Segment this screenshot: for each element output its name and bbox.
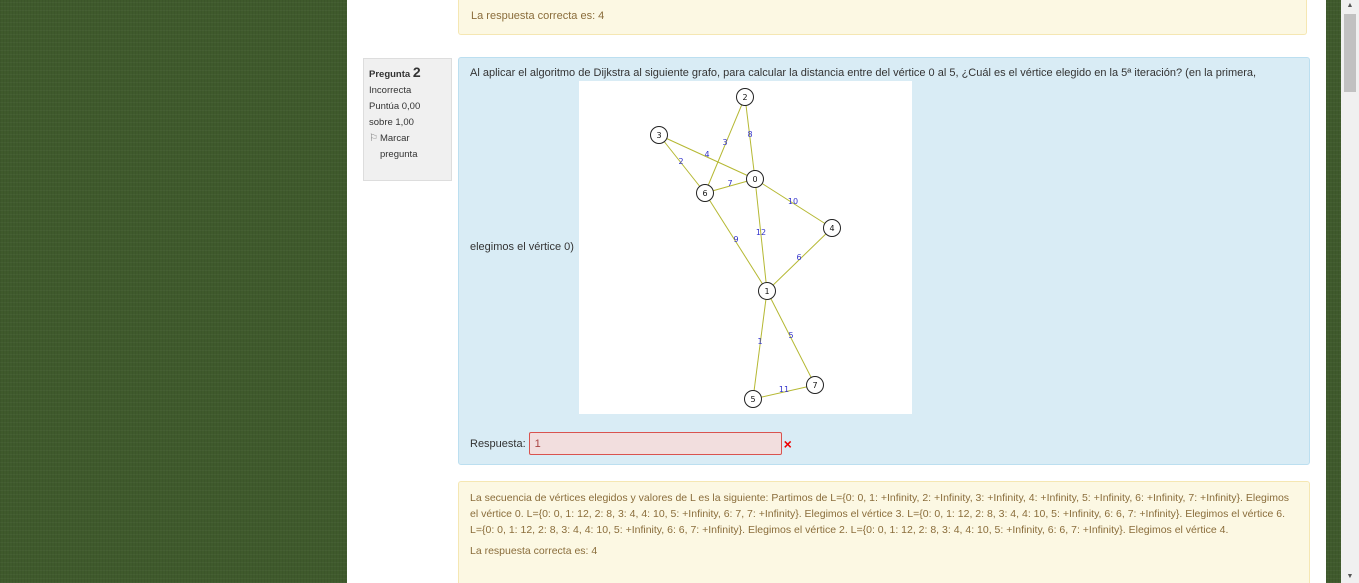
graph-edge-2-6: [704, 96, 746, 194]
edge-weight-label: 12: [756, 228, 766, 237]
previous-question-feedback: La respuesta correcta es: 4: [458, 0, 1307, 35]
graph-node-6: 6: [696, 184, 714, 202]
edge-weight-label: 9: [733, 235, 738, 244]
graph-node-0: 0: [746, 170, 764, 188]
graph-node-1: 1: [758, 282, 776, 300]
question-state: Incorrecta: [369, 85, 412, 96]
edge-weight-label: 7: [727, 179, 732, 188]
edge-weight-label: 10: [788, 197, 798, 206]
scroll-up-arrow-icon[interactable]: ▲: [1346, 2, 1354, 9]
graph-node-label: 0: [752, 175, 757, 184]
graph-edge-0-4: [754, 178, 833, 229]
flag-icon: ⚐: [369, 133, 378, 144]
edge-weight-label: 11: [779, 385, 789, 394]
edge-weight-label: 8: [747, 130, 752, 139]
edge-weight-label: 1: [757, 337, 762, 346]
edge-weight-label: 6: [796, 253, 801, 262]
question-info-panel: Pregunta 2 Incorrecta Puntúa 0,00 sobre …: [363, 58, 452, 181]
graph-edge-0-1: [754, 178, 768, 292]
edge-weight-label: 3: [722, 138, 727, 147]
vertical-scrollbar[interactable]: ▲ ▼: [1341, 0, 1359, 583]
graph-node-2: 2: [736, 88, 754, 106]
quiz-page: La respuesta correcta es: 4 Pregunta 2 I…: [347, 0, 1326, 583]
question-text: Al aplicar el algoritmo de Dijkstra al s…: [470, 67, 1257, 79]
answer-input[interactable]: [528, 432, 782, 455]
graph-edge-2-0: [744, 96, 756, 180]
answer-label: Respuesta:: [470, 437, 526, 450]
graph-edge-3-6: [658, 134, 706, 194]
question-grade: Puntúa 0,00 sobre 1,00: [369, 101, 421, 128]
question-formulation: Al aplicar el algoritmo de Dijkstra al s…: [458, 57, 1310, 465]
graph-node-label: 5: [750, 395, 755, 404]
graph-node-label: 3: [656, 131, 661, 140]
edge-weight-label: 5: [788, 331, 793, 340]
graph-node-7: 7: [806, 376, 824, 394]
scroll-down-arrow-icon[interactable]: ▼: [1346, 573, 1354, 580]
graph-edge-6-1: [704, 192, 768, 292]
graph-edge-5-7: [752, 384, 816, 400]
graph-edge-1-7: [766, 290, 816, 386]
right-answer-text: La respuesta correcta es: 4: [471, 10, 605, 22]
edge-weight-label: 4: [704, 150, 709, 159]
graph-node-label: 6: [702, 189, 707, 198]
general-feedback-text: La secuencia de vértices elegidos y valo…: [470, 492, 1290, 536]
question-text-continued: elegimos el vértice 0): [470, 241, 574, 253]
graph-node-label: 1: [764, 287, 769, 296]
edge-weight-label: 2: [678, 157, 683, 166]
graph-edge-3-0: [658, 134, 756, 180]
question-number-value: 2: [412, 64, 421, 80]
graph-edge-4-1: [766, 227, 833, 292]
incorrect-icon: ×: [783, 435, 792, 452]
graph-node-4: 4: [823, 219, 841, 237]
graph-node-label: 7: [812, 381, 817, 390]
graph-node-label: 4: [829, 224, 834, 233]
graph-edge-1-5: [752, 290, 768, 400]
right-answer-text: La respuesta correcta es: 4: [470, 545, 598, 557]
graph-node-3: 3: [650, 126, 668, 144]
question-feedback: La secuencia de vértices elegidos y valo…: [458, 481, 1310, 583]
flag-question-button[interactable]: ⚐ Marcar pregunta: [369, 131, 446, 163]
flag-label: Marcar pregunta: [379, 133, 418, 160]
scroll-thumb[interactable]: [1344, 14, 1356, 92]
question-number: Pregunta 2: [369, 64, 446, 83]
question-label: Pregunta: [369, 69, 411, 80]
graph-node-label: 2: [742, 93, 747, 102]
answer-row: Respuesta: ×: [470, 432, 792, 455]
graph-node-5: 5: [744, 390, 762, 408]
